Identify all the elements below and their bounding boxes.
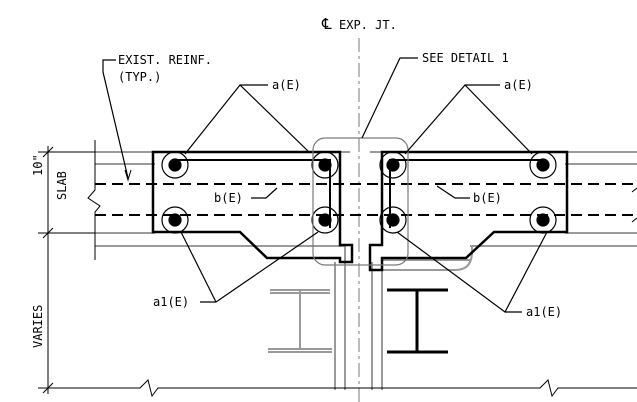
b-left-leader: [251, 187, 278, 199]
a-left-label: a(E): [272, 78, 301, 92]
rebar-bars: [161, 151, 557, 234]
right-hairpin-rebar: [389, 159, 540, 228]
dimension-lines: [38, 140, 637, 398]
bar-a1-bottom-right: [529, 206, 557, 234]
dim-tick-1: [42, 146, 54, 158]
a-right-label: a(E): [504, 78, 533, 92]
exist-reinf-arrow: [124, 169, 132, 182]
bar-a1-bottom-left-inner: [311, 206, 339, 234]
exist-reinf-typ-label: (TYP.): [118, 70, 161, 84]
bar-a1-bottom-right-inner: [379, 206, 407, 234]
a-left-leader: [184, 84, 311, 155]
centerline-symbol: ℄: [321, 15, 332, 33]
slab-break-left: [87, 140, 101, 260]
exist-reinf-label: EXIST. REINF.: [118, 53, 212, 67]
dim-tick-2: [42, 227, 54, 239]
slab-break-right: [631, 187, 637, 223]
bar-a-top-left: [161, 151, 189, 179]
dim-tick-3: [42, 382, 54, 394]
a1-right-leader: [396, 231, 548, 313]
a1-right-label: a1(E): [526, 305, 562, 319]
b-right-label: b(E): [473, 191, 502, 205]
bar-a1-bottom-left: [161, 206, 189, 234]
a1-left-label: a1(E): [153, 295, 189, 309]
dim-varies-label: VARIES: [31, 305, 45, 348]
leader-lines: [102, 57, 548, 313]
detail-1-callout-box: [312, 137, 409, 266]
see-detail-leader: [361, 57, 418, 139]
annotation-text: ℄ EXP. JT. EXIST. REINF. (TYP.) SEE DETA…: [31, 15, 562, 348]
see-detail-label: SEE DETAIL 1: [422, 51, 509, 65]
bar-a-top-right-inner: [379, 151, 407, 179]
left-hairpin-rebar: [175, 159, 331, 228]
bar-a-top-right: [529, 151, 557, 179]
existing-girder-left: [268, 289, 332, 353]
a1-left-leader: [180, 231, 319, 303]
exist-reinf-leader: [102, 59, 129, 179]
b-left-label: b(E): [214, 191, 243, 205]
existing-joint-outline-left: [334, 246, 346, 390]
new-construction: [151, 150, 569, 354]
exp-jt-label: EXP. JT.: [339, 18, 397, 32]
bar-a-top-left-inner: [311, 151, 339, 179]
b-right-leader: [436, 185, 470, 199]
bottom-break-line: [95, 379, 637, 398]
a-right-leader: [404, 84, 533, 155]
existing-construction: [95, 151, 637, 390]
right-end-block-outline: [368, 150, 569, 272]
dim-10-label: 10": [31, 154, 45, 176]
existing-reinforcement-lines: [95, 183, 637, 216]
new-girder-right: [387, 288, 448, 354]
dim-slab-label: SLAB: [55, 171, 69, 200]
existing-joint-outline-right: [371, 262, 383, 390]
